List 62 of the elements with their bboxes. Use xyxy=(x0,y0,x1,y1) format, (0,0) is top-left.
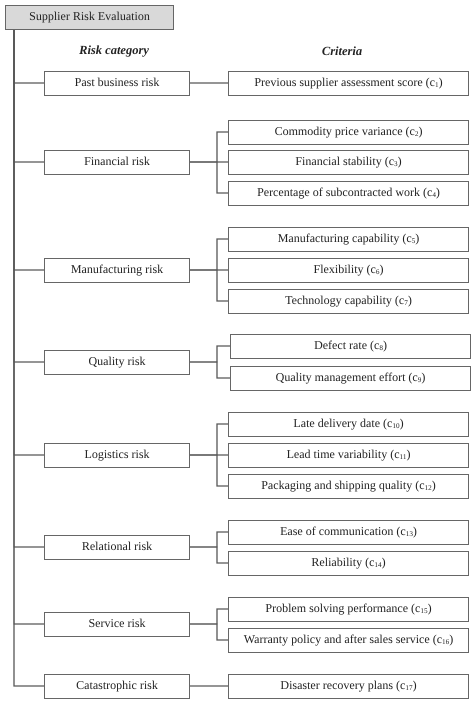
connector-line xyxy=(190,685,228,687)
node-label: Financial stability (c$_{3}$) xyxy=(295,155,402,169)
node-label: Financial risk xyxy=(84,155,150,169)
category-box xyxy=(44,612,190,636)
criterion-box xyxy=(230,366,471,390)
connector-line xyxy=(190,269,228,302)
criterion-box xyxy=(228,550,469,576)
node-label: Percentage of subcontracted work (c$_{4}$) xyxy=(257,186,440,200)
category-box xyxy=(44,350,190,374)
criterion-box xyxy=(228,150,469,174)
criterion-box xyxy=(228,120,469,144)
node-label: Late delivery date (c$_{10}$) xyxy=(293,417,404,431)
category-box xyxy=(44,674,190,698)
connector-line xyxy=(190,161,228,194)
node-label: Lead time variability (c$_{11}$) xyxy=(286,448,410,462)
node-label: Warranty policy and after sales service (c$_{16}$) xyxy=(244,633,454,647)
criterion-box xyxy=(228,180,469,206)
node-label: Quality management effort (c$_{9}$) xyxy=(276,371,426,385)
node-label: Reliability (c$_{14}$) xyxy=(311,556,386,570)
connector-line xyxy=(190,82,228,84)
criterion-box xyxy=(228,520,469,544)
root-box xyxy=(5,4,174,30)
connector-line xyxy=(190,454,228,487)
node-label: Technology capability (c$_{7}$) xyxy=(285,294,412,308)
node-label: Packaging and shipping quality (c$_{12}$) xyxy=(261,479,436,493)
node-label: Supplier Risk Evaluation xyxy=(29,10,150,24)
category-box xyxy=(44,150,190,174)
connector-line xyxy=(190,623,228,641)
node-label: Disaster recovery plans (c$_{17}$) xyxy=(280,679,417,693)
node-label: Manufacturing capability (c$_{5}$) xyxy=(278,232,420,246)
node-label: Ease of communication (c$_{13}$) xyxy=(280,525,417,539)
category-box xyxy=(44,258,190,282)
criterion-box xyxy=(228,226,469,252)
node-label: Service risk xyxy=(88,617,146,631)
node-label: Defect rate (c$_{8}$) xyxy=(314,339,387,353)
node-label: Previous supplier assessment score (c$_{1}$) xyxy=(254,76,443,90)
criterion-box xyxy=(228,442,469,468)
connector-line xyxy=(190,546,228,564)
node-label: Catastrophic risk xyxy=(76,679,158,693)
criterion-box xyxy=(228,596,469,622)
node-label: Relational risk xyxy=(82,540,152,554)
node-label: Commodity price variance (c$_{2}$) xyxy=(274,125,422,139)
connector-line xyxy=(190,361,230,379)
category-box xyxy=(44,534,190,560)
node-label: Quality risk xyxy=(88,355,146,369)
criterion-box xyxy=(230,334,471,358)
criterion-box xyxy=(228,412,469,436)
criterion-box xyxy=(228,628,469,652)
category-box xyxy=(44,70,190,96)
column-heading: Risk category xyxy=(79,43,149,58)
column-heading: Criteria xyxy=(322,44,362,59)
criterion-box xyxy=(228,258,469,282)
node-label: Past business risk xyxy=(74,76,160,90)
node-label: Manufacturing risk xyxy=(70,263,164,277)
node-label: Flexibility (c$_{6}$) xyxy=(314,263,384,277)
category-box xyxy=(44,442,190,468)
node-label: Logistics risk xyxy=(84,448,150,462)
criterion-box xyxy=(228,70,469,96)
criterion-box xyxy=(228,674,469,698)
criterion-box xyxy=(228,288,469,314)
criterion-box xyxy=(228,474,469,498)
node-label: Problem solving performance (c$_{15}$) xyxy=(265,602,432,616)
